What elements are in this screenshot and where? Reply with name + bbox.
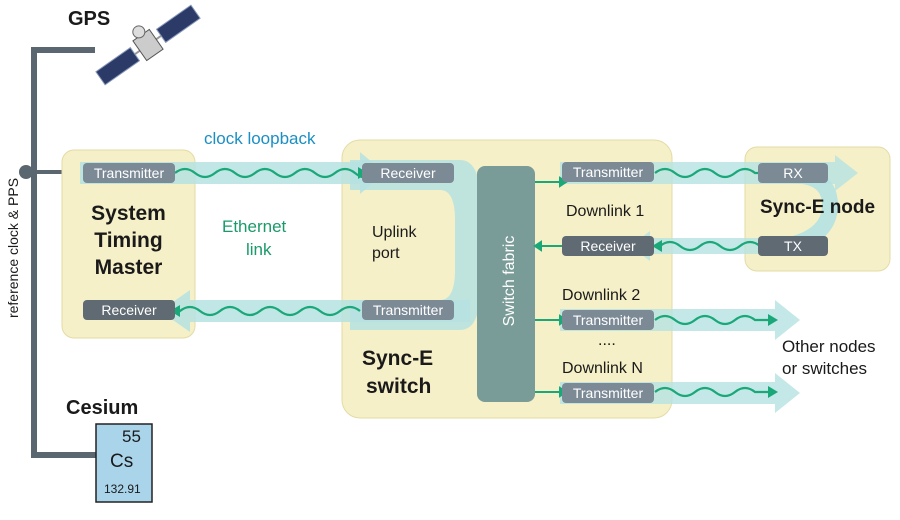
- node-return-band: [630, 231, 790, 261]
- downlinkN-label: Downlink N: [562, 360, 643, 377]
- downlink2-transmitter: Transmitter: [562, 310, 654, 330]
- uplink-line2: port: [372, 245, 400, 262]
- node-rx: RX: [758, 163, 828, 183]
- cesium-symbol: Cs: [110, 451, 134, 472]
- ethernet-waves: [172, 167, 770, 398]
- uplink-line1: Uplink: [372, 224, 417, 241]
- master-receiver: Receiver: [83, 300, 175, 320]
- downlink1-receiver: Receiver: [562, 236, 654, 256]
- cesium-element-box: [95, 423, 153, 503]
- satellite-icon: [95, 4, 201, 86]
- reference-junction-dot: [19, 165, 33, 179]
- node-title: Sync-E node: [760, 197, 876, 218]
- ethernet-link-label-1: Ethernet: [222, 217, 287, 236]
- reference-line: [31, 47, 100, 458]
- master-title-line2: Timing: [94, 229, 163, 252]
- master-title-line1: System: [91, 202, 166, 225]
- top-band-arrow: [80, 152, 385, 194]
- cesium-number: 55: [122, 427, 141, 446]
- cesium-mass: 132.91: [104, 482, 141, 496]
- switch-transmitter: Transmitter: [362, 300, 454, 320]
- gps-label: GPS: [68, 8, 111, 30]
- downlink1-label: Downlink 1: [566, 203, 645, 220]
- switch-title-line1: Sync-E: [362, 347, 434, 370]
- clock-loopback-label: clock loopback: [204, 129, 316, 148]
- switch-title-line2: switch: [366, 375, 432, 398]
- cesium-label: Cesium: [66, 397, 139, 419]
- reference-label: reference clock & PPS: [5, 177, 21, 319]
- switch-receiver: Receiver: [362, 163, 454, 183]
- downlink1-transmitter: Transmitter: [562, 162, 654, 182]
- downlink2-label: Downlink 2: [562, 287, 641, 304]
- downlinkN-transmitter: Transmitter: [562, 383, 654, 403]
- master-title-line3: Master: [94, 256, 163, 279]
- master-panel: [61, 149, 196, 339]
- other-nodes-line2: or switches: [782, 359, 868, 378]
- other-nodes-line1: Other nodes: [782, 337, 876, 356]
- downlink-ellipsis: ....: [598, 332, 616, 349]
- node-tx: TX: [758, 236, 828, 256]
- master-transmitter: Transmitter: [83, 163, 175, 183]
- ethernet-link-label-2: link: [246, 240, 272, 259]
- switch-fabric: [477, 166, 535, 402]
- switch-fabric-label: Switch fabric: [501, 235, 518, 327]
